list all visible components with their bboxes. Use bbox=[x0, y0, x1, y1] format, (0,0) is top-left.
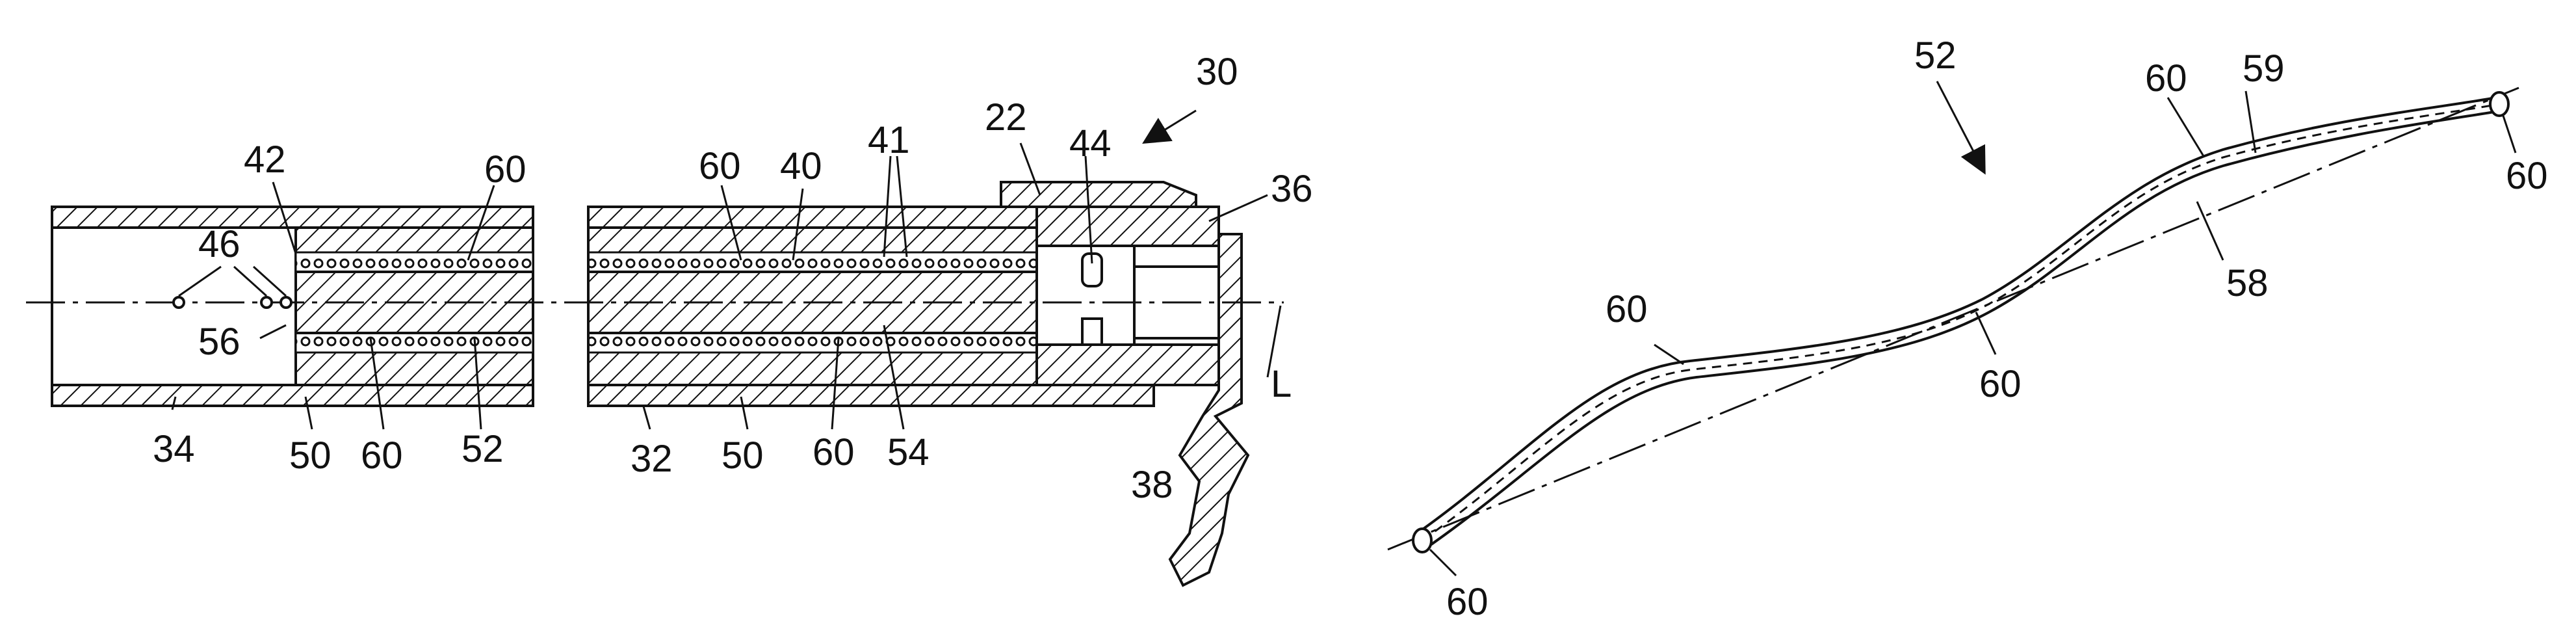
tube-wall-top-left bbox=[52, 207, 533, 228]
tube-wall-bottom-left bbox=[52, 385, 533, 406]
label-60-middle: 60 bbox=[1979, 363, 2022, 405]
label-60-left-end: 60 bbox=[1446, 581, 1489, 623]
label-60-top-mid: 60 bbox=[699, 145, 741, 187]
label-60-bottom-left: 60 bbox=[361, 434, 403, 477]
coil-bottom-right bbox=[588, 333, 1037, 352]
label-22: 22 bbox=[985, 96, 1027, 139]
label-52: 52 bbox=[462, 428, 504, 470]
label-30: 30 bbox=[1196, 51, 1238, 93]
figure-left-cross-section: 30 22 44 41 36 42 60 60 40 46 56 34 50 6… bbox=[26, 51, 1313, 585]
label-L: L bbox=[1271, 363, 1292, 405]
axis-58 bbox=[1388, 88, 2519, 550]
wire-59-outline bbox=[1417, 98, 2503, 548]
tube-wall-bottom-right bbox=[588, 385, 1154, 406]
label-59: 59 bbox=[2243, 47, 2285, 90]
label-46: 46 bbox=[198, 223, 241, 265]
housing-36 bbox=[1037, 207, 1219, 246]
label-44: 44 bbox=[1069, 122, 1112, 165]
label-40: 40 bbox=[780, 145, 822, 187]
label-60-right-end: 60 bbox=[2506, 155, 2548, 197]
label-52-right: 52 bbox=[1914, 34, 1957, 77]
coil-bottom-left bbox=[296, 333, 533, 352]
label-38: 38 bbox=[1131, 464, 1173, 506]
pin-lower bbox=[1082, 319, 1102, 345]
label-41: 41 bbox=[868, 119, 910, 161]
label-58: 58 bbox=[2226, 262, 2269, 304]
figure-right-wire-element: 52 60 59 60 58 60 60 60 bbox=[1388, 34, 2548, 623]
label-60-left-upper: 60 bbox=[1606, 288, 1648, 330]
coil-top-right bbox=[588, 252, 1037, 272]
coil-top-left bbox=[296, 252, 533, 272]
connector-22 bbox=[1001, 182, 1196, 207]
label-60-top: 60 bbox=[2145, 57, 2187, 100]
label-32: 32 bbox=[631, 438, 673, 480]
label-50-right: 50 bbox=[722, 434, 764, 477]
label-60-bottom-mid: 60 bbox=[813, 431, 855, 473]
label-42: 42 bbox=[244, 139, 286, 181]
label-50-left: 50 bbox=[289, 434, 332, 477]
label-36: 36 bbox=[1271, 168, 1313, 210]
label-34: 34 bbox=[153, 428, 195, 470]
housing-bottom bbox=[1037, 345, 1219, 385]
label-56: 56 bbox=[198, 321, 241, 363]
label-54: 54 bbox=[887, 431, 930, 473]
wire-59-core bbox=[1422, 104, 2499, 540]
label-60-top-left: 60 bbox=[484, 148, 527, 191]
